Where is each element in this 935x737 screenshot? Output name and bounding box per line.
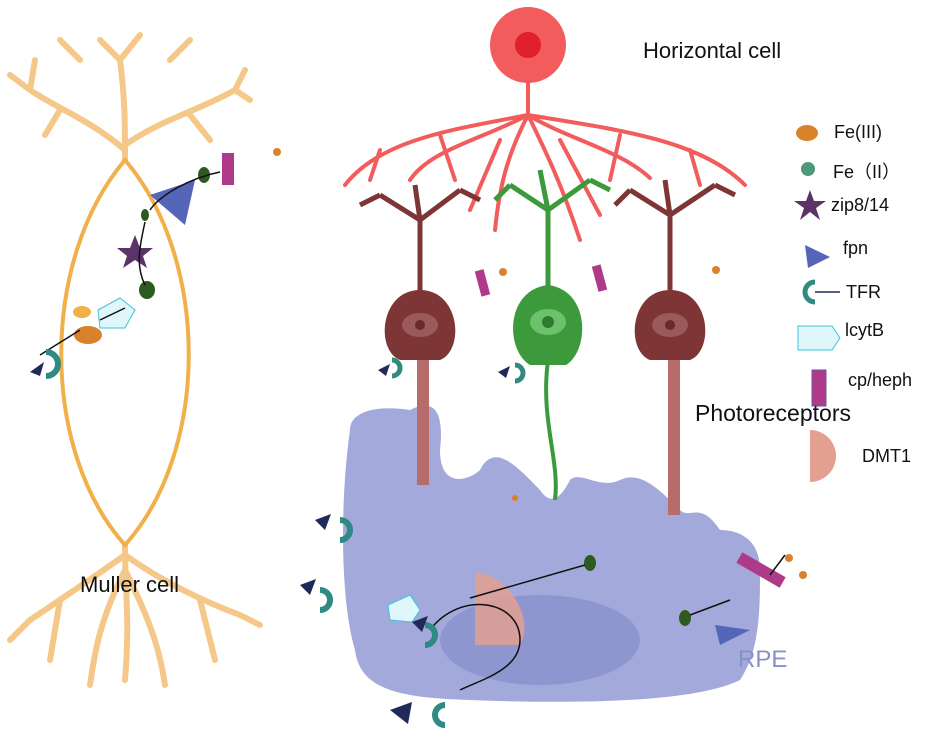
fe3-dot-icon (796, 125, 818, 141)
rpe-nucleus (440, 595, 640, 685)
star-icon (794, 190, 826, 220)
horizontal-cell-label: Horizontal cell (643, 38, 782, 63)
photoreceptor-middle (493, 169, 612, 501)
legend-cpheph: cp/heph (848, 370, 913, 390)
legend-fe2: Fe（II） (833, 162, 901, 182)
photoreceptor-right (613, 179, 737, 515)
triangle-icon (805, 245, 830, 268)
receptor-icon (802, 279, 840, 305)
legend-fpn: fpn (843, 238, 869, 258)
legend-fe3: Fe(III) (834, 122, 882, 142)
legend-icons (794, 125, 841, 482)
legend-tfr: TFR (846, 282, 881, 302)
muller-cell (7, 32, 263, 688)
bar-icon (811, 369, 827, 407)
rpe-label: RPE (738, 646, 788, 673)
legend-zip: zip8/14 (831, 195, 890, 215)
photoreceptors-label: Photoreceptors (695, 400, 851, 426)
muller-cell-label: Muller cell (80, 572, 180, 597)
legend-lcytb: lcytB (845, 320, 885, 340)
fe2-dot-icon (801, 162, 815, 176)
photoreceptor-left (358, 184, 482, 485)
hexagon-icon (797, 325, 841, 351)
horizontal-cell (343, 7, 747, 242)
transport-markers (30, 148, 807, 728)
half-disc-icon (810, 430, 836, 482)
legend-dmt1: DMT1 (862, 446, 911, 466)
